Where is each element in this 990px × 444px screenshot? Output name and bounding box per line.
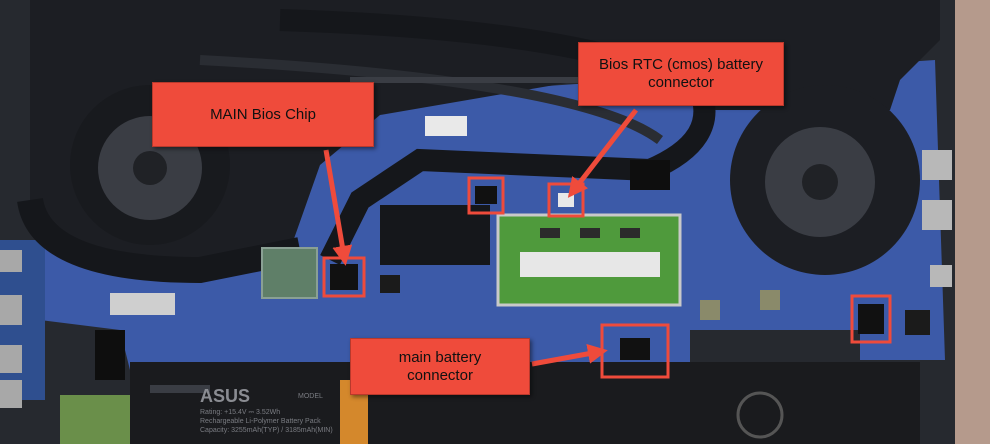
tape-left <box>95 330 125 380</box>
callout-rtc-battery-connector: Bios RTC (cmos) battery connector <box>578 42 784 106</box>
callout-rtc-line2: connector <box>648 74 714 91</box>
right-port-1 <box>922 150 952 180</box>
inductor-1 <box>760 290 780 310</box>
battery-connector <box>620 338 650 360</box>
callout-main-battery-line2: connector <box>407 366 473 384</box>
secondary-chip <box>475 186 497 204</box>
callout-rtc-line1: Bios RTC (cmos) battery <box>599 56 763 73</box>
ram-chip-1 <box>540 228 560 238</box>
port-3 <box>0 345 22 373</box>
shield-block <box>380 205 490 265</box>
right-fan-hub <box>802 164 838 200</box>
chip-small-2 <box>905 310 930 335</box>
ram-chip-3 <box>620 228 640 238</box>
rtc-connector <box>558 193 574 207</box>
right-chip <box>858 304 884 334</box>
battery-brand: ASUS <box>200 386 250 406</box>
chipset <box>261 247 318 299</box>
port-1 <box>0 250 22 272</box>
callout-main-battery-connector: main battery connector <box>350 338 530 395</box>
callout-main-bios-text: MAIN Bios Chip <box>210 105 316 123</box>
left-fan-hub <box>133 151 167 185</box>
callout-main-battery-line1: main battery <box>398 348 482 366</box>
right-port-3 <box>930 265 952 287</box>
secondary-chip-highlight <box>467 176 505 215</box>
battery-screw-mark <box>736 391 784 439</box>
inductor-2 <box>700 300 720 320</box>
callout-main-bios-chip: MAIN Bios Chip <box>152 82 374 147</box>
wifi-card <box>110 293 175 315</box>
chassis-edge <box>955 0 990 444</box>
ram-chip-2 <box>580 228 600 238</box>
ram-label <box>520 252 660 277</box>
qr-sticker <box>425 116 467 136</box>
ssd-edge <box>60 395 130 444</box>
battery-model-label: MODEL <box>298 393 323 400</box>
battery-detail <box>150 385 210 393</box>
rtc-connector-highlight <box>547 182 585 218</box>
battery-label-1: Rating: +15.4V ⎓ 3.52Wh <box>200 409 280 416</box>
port-4 <box>0 380 22 408</box>
port-2 <box>0 295 22 325</box>
battery-label-2: Rechargeable Li-Polymer Battery Pack <box>200 418 321 425</box>
tape-right <box>630 160 670 190</box>
battery-label-3: Capacity: 3255mAh(TYP) / 3185mAh(MIN) <box>200 427 333 434</box>
heatpipe-left-loop <box>17 197 303 284</box>
chip-small-1 <box>380 275 400 293</box>
right-port-2 <box>922 200 952 230</box>
main-bios-chip <box>330 264 358 290</box>
right-chip-highlight <box>850 294 892 344</box>
